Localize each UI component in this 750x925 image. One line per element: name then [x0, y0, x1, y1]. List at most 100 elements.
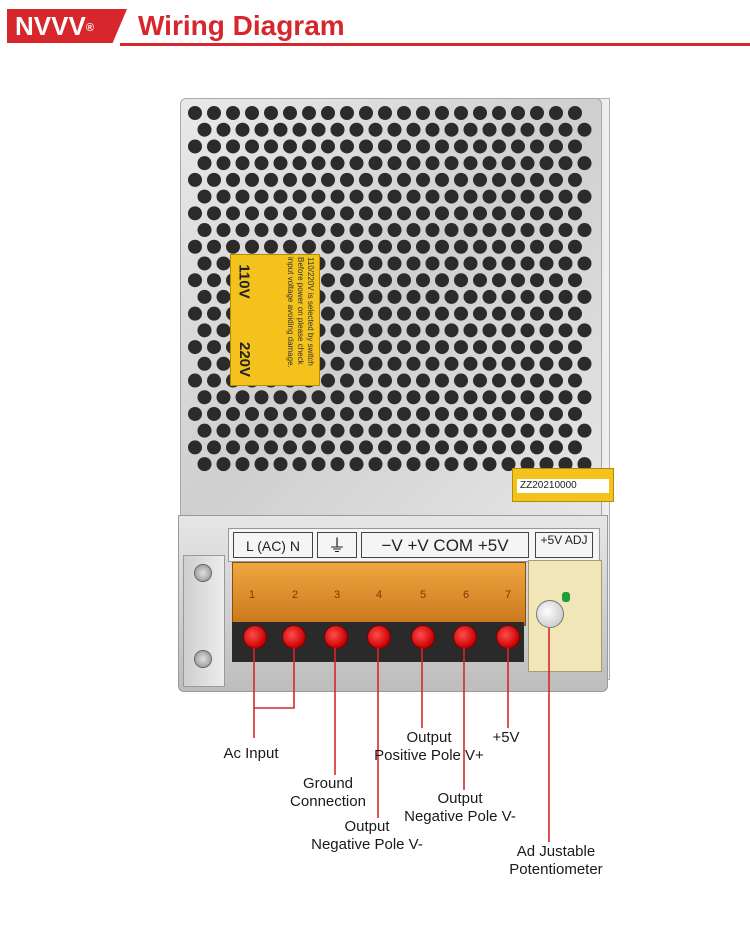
vent-hole — [235, 390, 250, 405]
vent-hole — [444, 390, 459, 405]
vent-hole — [235, 156, 250, 171]
vent-hole — [302, 172, 316, 187]
vent-hole — [359, 373, 373, 388]
vent-hole — [349, 189, 364, 204]
vent-hole — [520, 390, 535, 405]
vent-hole — [454, 273, 468, 288]
vent-hole — [254, 189, 269, 204]
vent-hole — [425, 323, 440, 338]
vent-hole — [216, 189, 231, 204]
vent-hole — [406, 390, 421, 405]
vent-hole — [416, 139, 430, 154]
vent-hole — [530, 139, 544, 154]
serial-label: ZZ20210000 — [512, 468, 614, 502]
vent-hole — [321, 139, 335, 154]
potentiometer-icon[interactable] — [536, 600, 564, 628]
vent-hole — [435, 373, 449, 388]
vent-hole — [577, 122, 592, 137]
vent-hole — [454, 139, 468, 154]
vent-hole — [245, 206, 259, 221]
vent-hole — [463, 156, 478, 171]
ground-symbol-icon: ⏚ — [317, 532, 357, 558]
vent-hole — [492, 239, 506, 254]
vent-hole — [245, 172, 259, 187]
vent-hole — [207, 340, 221, 355]
vent-hole — [473, 172, 487, 187]
vent-hole — [245, 239, 259, 254]
vent-hole — [577, 390, 592, 405]
vent-hole — [387, 189, 402, 204]
vent-hole — [330, 356, 345, 371]
ac-terminal-label: L (AC) N — [233, 532, 313, 558]
vent-hole — [368, 156, 383, 171]
vent-hole — [330, 390, 345, 405]
vent-hole — [568, 239, 582, 254]
vent-hole — [302, 239, 316, 254]
vent-hole — [492, 440, 506, 455]
vent-hole — [254, 423, 269, 438]
vent-hole — [216, 323, 231, 338]
vent-hole — [435, 306, 449, 321]
terminal-6-dot — [453, 625, 477, 649]
vent-hole — [368, 390, 383, 405]
vent-hole — [530, 440, 544, 455]
vent-hole — [577, 189, 592, 204]
vent-hole — [216, 423, 231, 438]
vent-hole — [416, 239, 430, 254]
vent-hole — [444, 323, 459, 338]
vent-hole — [482, 289, 497, 304]
vent-hole — [463, 189, 478, 204]
vent-hole — [425, 390, 440, 405]
power-supply-illustration: 110V 220V 110/220V is selected by switch… — [178, 98, 614, 692]
vent-hole — [435, 239, 449, 254]
vent-hole — [387, 122, 402, 137]
vent-hole — [273, 390, 288, 405]
vent-hole — [321, 172, 335, 187]
vent-hole — [349, 457, 364, 472]
callout-potentiometer-line1: Ad Justable — [516, 843, 596, 860]
vent-hole — [378, 340, 392, 355]
vent-hole — [359, 440, 373, 455]
terminal-number: 5 — [419, 589, 427, 601]
vent-hole — [397, 340, 411, 355]
vent-hole — [254, 156, 269, 171]
vent-hole — [302, 440, 316, 455]
output-terminal-labels: −V +V COM +5V — [361, 532, 529, 558]
vent-hole — [397, 139, 411, 154]
vent-hole — [444, 223, 459, 238]
vent-hole — [473, 273, 487, 288]
vent-hole — [416, 340, 430, 355]
vent-hole — [283, 206, 297, 221]
terminal-number: 4 — [375, 589, 383, 601]
vent-hole — [340, 273, 354, 288]
vent-hole — [492, 406, 506, 421]
vent-hole — [292, 156, 307, 171]
vent-hole — [273, 156, 288, 171]
vent-hole — [549, 172, 563, 187]
vent-hole — [340, 406, 354, 421]
vent-hole — [321, 306, 335, 321]
vent-hole — [359, 106, 373, 120]
vent-hole — [197, 356, 212, 371]
vent-hole — [492, 139, 506, 154]
vent-hole — [197, 423, 212, 438]
vent-hole — [197, 256, 212, 271]
vent-hole — [492, 273, 506, 288]
vent-hole — [577, 323, 592, 338]
vent-hole — [349, 390, 364, 405]
vent-hole — [235, 122, 250, 137]
terminal-4-dot — [367, 625, 391, 649]
terminal-number: 6 — [462, 589, 470, 601]
vent-hole — [435, 273, 449, 288]
vent-hole — [473, 406, 487, 421]
vent-hole — [387, 390, 402, 405]
vent-hole — [245, 440, 259, 455]
vent-hole — [245, 406, 259, 421]
vent-hole — [406, 223, 421, 238]
vent-hole — [283, 239, 297, 254]
vent-hole — [397, 440, 411, 455]
vent-hole — [311, 457, 326, 472]
vent-hole — [321, 373, 335, 388]
vent-hole — [397, 306, 411, 321]
vent-hole — [378, 239, 392, 254]
